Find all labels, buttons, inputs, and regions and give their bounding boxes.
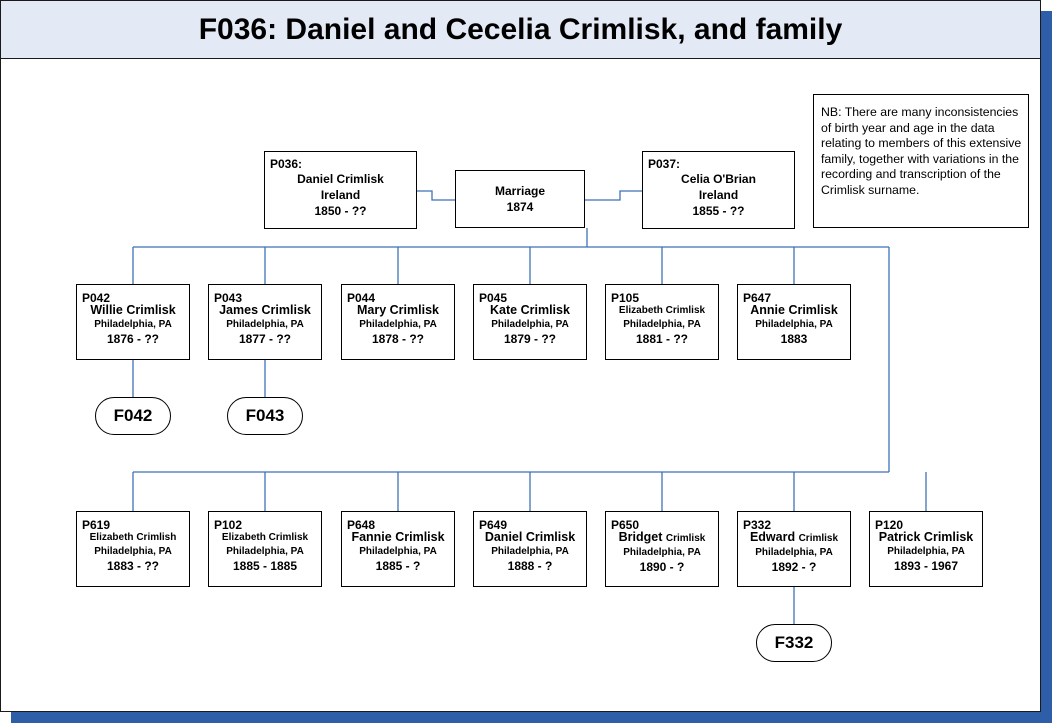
person-dates: 1893 - 1967 [893,559,959,573]
person-box-p042[interactable]: P042 Willie Crimlisk Philadelphia, PA 18… [76,284,190,360]
person-id: P332 [743,518,772,532]
person-name: Celia O'Brian [681,172,756,186]
person-place: Philadelphia, PA [755,547,833,558]
person-dates: 1883 [780,332,808,346]
person-box-father[interactable]: P036: Daniel Crimlisk Ireland 1850 - ?? [264,151,417,229]
person-id: P647 [743,291,772,305]
person-origin: Ireland [698,188,739,202]
person-dates: 1878 - ?? [371,332,425,346]
person-dates: 1850 - ?? [314,204,367,218]
person-name: Kate Crimlisk [490,303,570,317]
connector-mother-marriage [585,190,642,201]
person-box-p043[interactable]: P043 James Crimlisk Philadelphia, PA 187… [208,284,322,360]
person-place: Philadelphia, PA [887,546,965,557]
title-bar: F036: Daniel and Cecelia Crimlisk, and f… [1,1,1040,59]
person-id: P044 [347,291,376,305]
person-name: Willie Crimlisk [90,303,176,317]
person-dates: 1879 - ?? [503,332,557,346]
family-link-f332[interactable]: F332 [756,624,832,662]
person-place: Philadelphia, PA [359,546,437,557]
marriage-year: 1874 [506,200,534,214]
marriage-label: Marriage [494,184,546,198]
person-dates: 1876 - ?? [106,332,160,346]
family-link-f042[interactable]: F042 [95,397,171,435]
person-dates: 1890 - ? [639,560,685,574]
person-box-p105[interactable]: P105 Elizabeth Crimlisk Philadelphia, PA… [605,284,719,360]
person-dates: 1877 - ?? [238,332,292,346]
note-box: NB: There are many inconsistencies of bi… [813,94,1029,228]
person-box-mother[interactable]: P037: Celia O'Brian Ireland 1855 - ?? [642,151,795,229]
person-name: Patrick Crimlisk [878,530,974,544]
person-dates: 1888 - ? [507,559,553,573]
person-id: P037: [648,157,681,171]
person-dates: 1885 - 1885 [232,559,298,573]
person-id: P619 [82,518,111,532]
person-id: P042 [82,291,111,305]
person-dates: 1881 - ?? [635,332,689,346]
person-name: Daniel Crimlisk [484,530,576,544]
person-name: Mary Crimlisk [356,303,439,317]
person-name: James Crimlisk [219,303,311,317]
person-box-p650[interactable]: P650 Bridget Crimlisk Philadelphia, PA 1… [605,511,719,587]
person-place: Philadelphia, PA [94,319,172,330]
person-box-p648[interactable]: P648 Fannie Crimlisk Philadelphia, PA 18… [341,511,455,587]
person-place: Philadelphia, PA [623,547,701,558]
person-name: Elizabeth Crimlisk [221,532,309,543]
person-place: Philadelphia, PA [94,546,172,557]
person-place: Philadelphia, PA [755,319,833,330]
person-id: P650 [611,518,640,532]
person-box-p102[interactable]: P102 Elizabeth Crimlisk Philadelphia, PA… [208,511,322,587]
person-id: P105 [611,291,640,305]
person-box-p332[interactable]: P332 Edward Crimlisk Philadelphia, PA 18… [737,511,851,587]
person-box-p045[interactable]: P045 Kate Crimlisk Philadelphia, PA 1879… [473,284,587,360]
person-id: P649 [479,518,508,532]
person-name: Daniel Crimlisk [297,172,384,186]
person-id: P043 [214,291,243,305]
person-name: Annie Crimlisk [750,303,838,317]
person-place: Philadelphia, PA [623,319,701,330]
person-dates: 1883 - ?? [106,559,160,573]
connector-father-marriage [417,190,455,201]
person-id: P036: [270,157,303,171]
person-place: Philadelphia, PA [491,319,569,330]
person-name: Fannie Crimlisk [351,530,445,544]
person-name: Bridget Crimlisk [618,530,706,544]
person-name: Elizabeth Crimlish [89,532,177,543]
person-dates: 1892 - ? [771,560,817,574]
person-id: P120 [875,518,904,532]
marriage-box[interactable]: Marriage 1874 [455,170,585,228]
page-title: F036: Daniel and Cecelia Crimlisk, and f… [198,12,843,46]
person-place: Philadelphia, PA [359,319,437,330]
person-box-p647[interactable]: P647 Annie Crimlisk Philadelphia, PA 188… [737,284,851,360]
person-name: Elizabeth Crimlisk [618,305,706,316]
person-name: Edward Crimlisk [749,530,839,544]
person-dates: 1855 - ?? [692,204,745,218]
person-dates: 1885 - ? [375,559,421,573]
person-box-p619[interactable]: P619 Elizabeth Crimlish Philadelphia, PA… [76,511,190,587]
person-place: Philadelphia, PA [226,546,304,557]
family-link-f043[interactable]: F043 [227,397,303,435]
person-origin: Ireland [320,188,361,202]
person-place: Philadelphia, PA [226,319,304,330]
person-box-p120[interactable]: P120 Patrick Crimlisk Philadelphia, PA 1… [869,511,983,587]
person-box-p044[interactable]: P044 Mary Crimlisk Philadelphia, PA 1878… [341,284,455,360]
person-id: P648 [347,518,376,532]
person-place: Philadelphia, PA [491,546,569,557]
person-id: P045 [479,291,508,305]
person-box-p649[interactable]: P649 Daniel Crimlisk Philadelphia, PA 18… [473,511,587,587]
person-id: P102 [214,518,243,532]
